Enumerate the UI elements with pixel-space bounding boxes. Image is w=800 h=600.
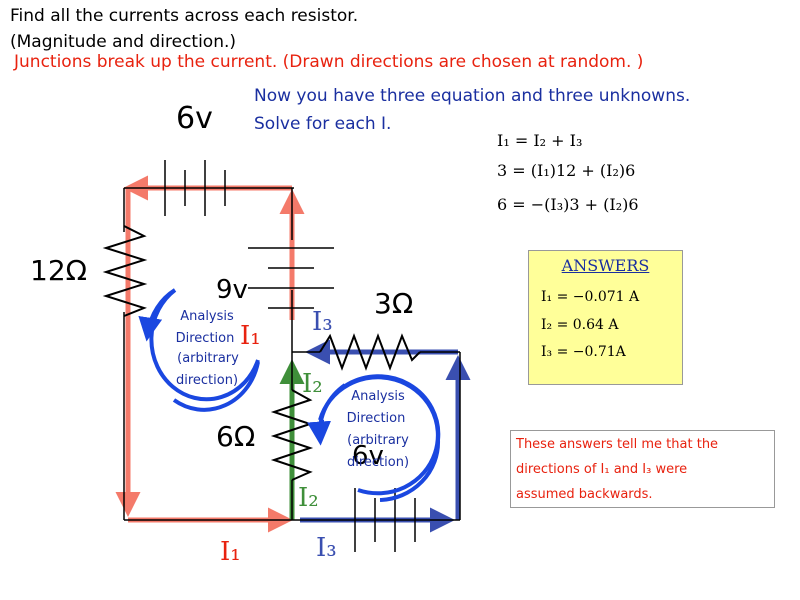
solve-line-2: Solve for each I. (254, 114, 392, 134)
loop-1-line-2: Direction (176, 331, 235, 346)
battery-top (164, 160, 226, 216)
current-i3-bottom-label: I₃ (316, 533, 337, 563)
answers-box: ANSWERS I₁ = −0.071 A I₂ = 0.64 A I₃ = −… (528, 250, 683, 385)
answer-i1: I₁ = −0.071 A (541, 289, 640, 305)
loop-2-line-3: (arbitrary (347, 433, 409, 448)
current-i2-lower-label: I₂ (298, 483, 319, 513)
problem-statement: Find all the currents across each resist… (10, 6, 359, 26)
loop-1-label: Analysis Direction (arbitrary direction) (176, 309, 240, 388)
resistor-3ohm (319, 333, 421, 371)
problem-subtitle: (Magnitude and direction.) (10, 32, 237, 52)
solve-line-1: Now you have three equation and three un… (254, 86, 691, 106)
note-line-3: assumed backwards. (516, 487, 653, 502)
junction-note: Junctions break up the current. (Drawn d… (14, 52, 644, 72)
answers-heading: ANSWERS (561, 256, 650, 275)
current-i2-upper-label: I₂ (302, 369, 323, 399)
equation-2: 3 = (I₁)12 + (I₂)6 (497, 161, 636, 180)
circuit-wires (123, 187, 461, 521)
equation-1: I₁ = I₂ + I₃ (497, 131, 583, 150)
equation-3: 6 = −(I₃)3 + (I₂)6 (497, 195, 639, 214)
answer-i2: I₂ = 0.64 A (541, 317, 619, 333)
resistor-12ohm (102, 225, 148, 317)
loop-1-line-1: Analysis (180, 309, 234, 324)
loop-2-line-2: Direction (347, 411, 406, 426)
note-line-2: directions of I₁ and I₃ were (516, 462, 688, 477)
conclusion-note: These answers tell me that the direction… (510, 430, 775, 508)
resistor-6ohm (270, 389, 314, 481)
battery-bottom-label: 6v (352, 441, 384, 471)
note-line-1: These answers tell me that the (516, 437, 719, 452)
loop-2-line-4: direction) (347, 455, 409, 470)
answer-i3: I₃ = −0.71A (541, 344, 626, 360)
loop-1-line-3: (arbitrary (177, 351, 239, 366)
loop-1-line-4: direction) (176, 373, 238, 388)
battery-middle-label: 9v (216, 275, 248, 305)
loop-2-label: Analysis Direction (arbitrary direction) (347, 389, 410, 470)
current-i1-mid-label: I₁ (240, 321, 261, 351)
analysis-loop-1-arrow (148, 288, 260, 402)
resistor-12ohm-label: 12Ω (30, 254, 87, 287)
resistor-6ohm-label: 6Ω (216, 420, 255, 453)
current-i1-bottom-label: I₁ (220, 537, 241, 567)
current-i3-upper-label: I₃ (312, 307, 333, 337)
battery-middle (248, 247, 334, 309)
loop-2-line-1: Analysis (351, 389, 405, 404)
resistor-3ohm-label: 3Ω (374, 287, 413, 320)
battery-top-label: 6v (176, 101, 213, 136)
